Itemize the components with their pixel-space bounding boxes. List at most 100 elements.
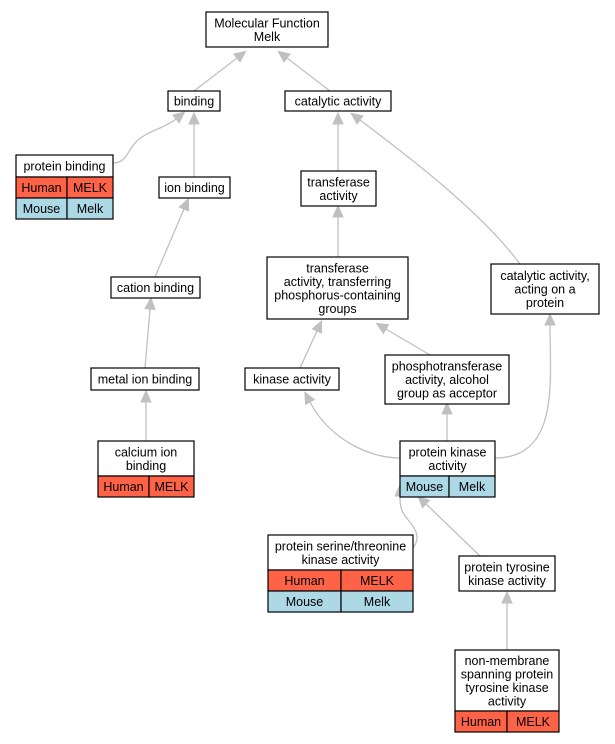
node-label: kinase activity bbox=[302, 553, 381, 567]
edge-kinase-to-transferase_p bbox=[299, 319, 323, 369]
edge-protein_kinase-to-kinase bbox=[304, 391, 401, 459]
node-label: phosphorus-containing bbox=[274, 288, 401, 302]
species-row-human: Human MELK bbox=[97, 475, 195, 498]
node-metal-ion[interactable]: metal ion binding bbox=[90, 367, 200, 391]
node-label: protein binding bbox=[23, 160, 105, 174]
edge-phosphotransferase-to-transferase_p bbox=[375, 322, 431, 356]
node-label: protein serine/threonine bbox=[275, 539, 406, 553]
gene-name: Melk bbox=[364, 595, 391, 609]
edge-transferase-to-catalytic bbox=[332, 111, 344, 171]
gene-cell bbox=[66, 197, 114, 220]
node-label: transferase bbox=[306, 261, 369, 275]
species-name: Human bbox=[461, 715, 501, 729]
arrowhead bbox=[304, 391, 316, 406]
node-box bbox=[244, 367, 340, 391]
gene-name: MELK bbox=[154, 480, 189, 494]
arrowhead bbox=[441, 401, 453, 415]
species-name: Human bbox=[21, 181, 61, 195]
node-label: Melk bbox=[254, 30, 281, 44]
species-row-human: Human MELK bbox=[15, 176, 114, 199]
node-cation-binding[interactable]: cation binding bbox=[110, 276, 201, 299]
edge-binding-to-root bbox=[193, 50, 247, 92]
node-box bbox=[284, 90, 392, 112]
node-label: ion binding bbox=[164, 181, 225, 195]
edge-line bbox=[286, 57, 331, 92]
edge-line bbox=[385, 328, 431, 356]
arrowhead bbox=[544, 312, 556, 326]
node-label: kinase activity bbox=[253, 373, 332, 387]
node-label: transferase bbox=[307, 175, 370, 189]
node-binding[interactable]: binding bbox=[167, 90, 221, 112]
arrowhead bbox=[417, 495, 431, 509]
arrowhead bbox=[311, 319, 323, 334]
arrowhead bbox=[140, 389, 152, 403]
edge-line bbox=[193, 57, 238, 92]
edge-protein_kinase-to-phosphotransferase bbox=[441, 401, 453, 441]
arrowhead bbox=[332, 111, 344, 125]
species-name: Human bbox=[103, 480, 143, 494]
node-box bbox=[205, 11, 329, 48]
node-label: protein kinase bbox=[409, 445, 487, 459]
node-label: tyrosine kinase bbox=[465, 681, 548, 695]
species-name: Mouse bbox=[286, 595, 324, 609]
edge-catalytic-to-root bbox=[277, 50, 331, 92]
node-label: phosphotransferase bbox=[392, 360, 503, 374]
node-box bbox=[384, 354, 510, 405]
edge-protein_kinase-to-catalytic_protein bbox=[494, 312, 556, 459]
edge-line bbox=[399, 495, 418, 549]
node-label: activity, alcohol bbox=[405, 373, 489, 387]
node-label: activity bbox=[319, 189, 358, 203]
node-label: calcium ion bbox=[115, 445, 178, 459]
arrowhead bbox=[188, 111, 200, 125]
node-box bbox=[267, 534, 414, 571]
node-label: spanning protein bbox=[461, 667, 553, 681]
node-box bbox=[458, 555, 556, 592]
node-label: activity bbox=[428, 459, 467, 473]
node-box bbox=[158, 176, 231, 199]
node-label: protein tyrosine bbox=[464, 560, 550, 574]
gene-cell bbox=[448, 475, 496, 498]
node-box bbox=[490, 263, 600, 315]
arrowhead bbox=[178, 197, 190, 212]
node-box bbox=[300, 170, 377, 207]
edge-transferase_p-to-transferase bbox=[332, 204, 344, 257]
node-catalytic[interactable]: catalytic activity bbox=[284, 90, 392, 112]
node-label: catalytic activity, bbox=[500, 269, 589, 283]
edge-line bbox=[309, 401, 401, 459]
arrowhead bbox=[332, 204, 344, 218]
node-box bbox=[266, 256, 409, 320]
edges-layer bbox=[112, 50, 556, 650]
node-kinase[interactable]: kinase activity bbox=[244, 367, 340, 391]
edge-protein_binding-to-binding bbox=[112, 111, 186, 164]
node-box bbox=[90, 367, 200, 391]
node-label: non-membrane bbox=[465, 654, 550, 668]
gene-cell bbox=[340, 590, 414, 613]
gene-cell bbox=[148, 475, 195, 498]
gene-name: MELK bbox=[73, 181, 108, 195]
edge-metal_ion-to-cation_binding bbox=[144, 296, 156, 369]
node-box bbox=[167, 90, 221, 112]
node-label: cation binding bbox=[117, 281, 194, 295]
edge-line bbox=[154, 208, 185, 278]
node-ion-binding[interactable]: ion binding bbox=[158, 176, 231, 199]
arrowhead bbox=[277, 50, 291, 63]
edge-calcium-to-metal_ion bbox=[140, 389, 152, 441]
node-label: activity bbox=[488, 694, 527, 708]
node-label: metal ion binding bbox=[98, 373, 193, 387]
edge-nonmembrane-to-tyrosine bbox=[501, 590, 513, 650]
edge-line bbox=[494, 324, 552, 459]
